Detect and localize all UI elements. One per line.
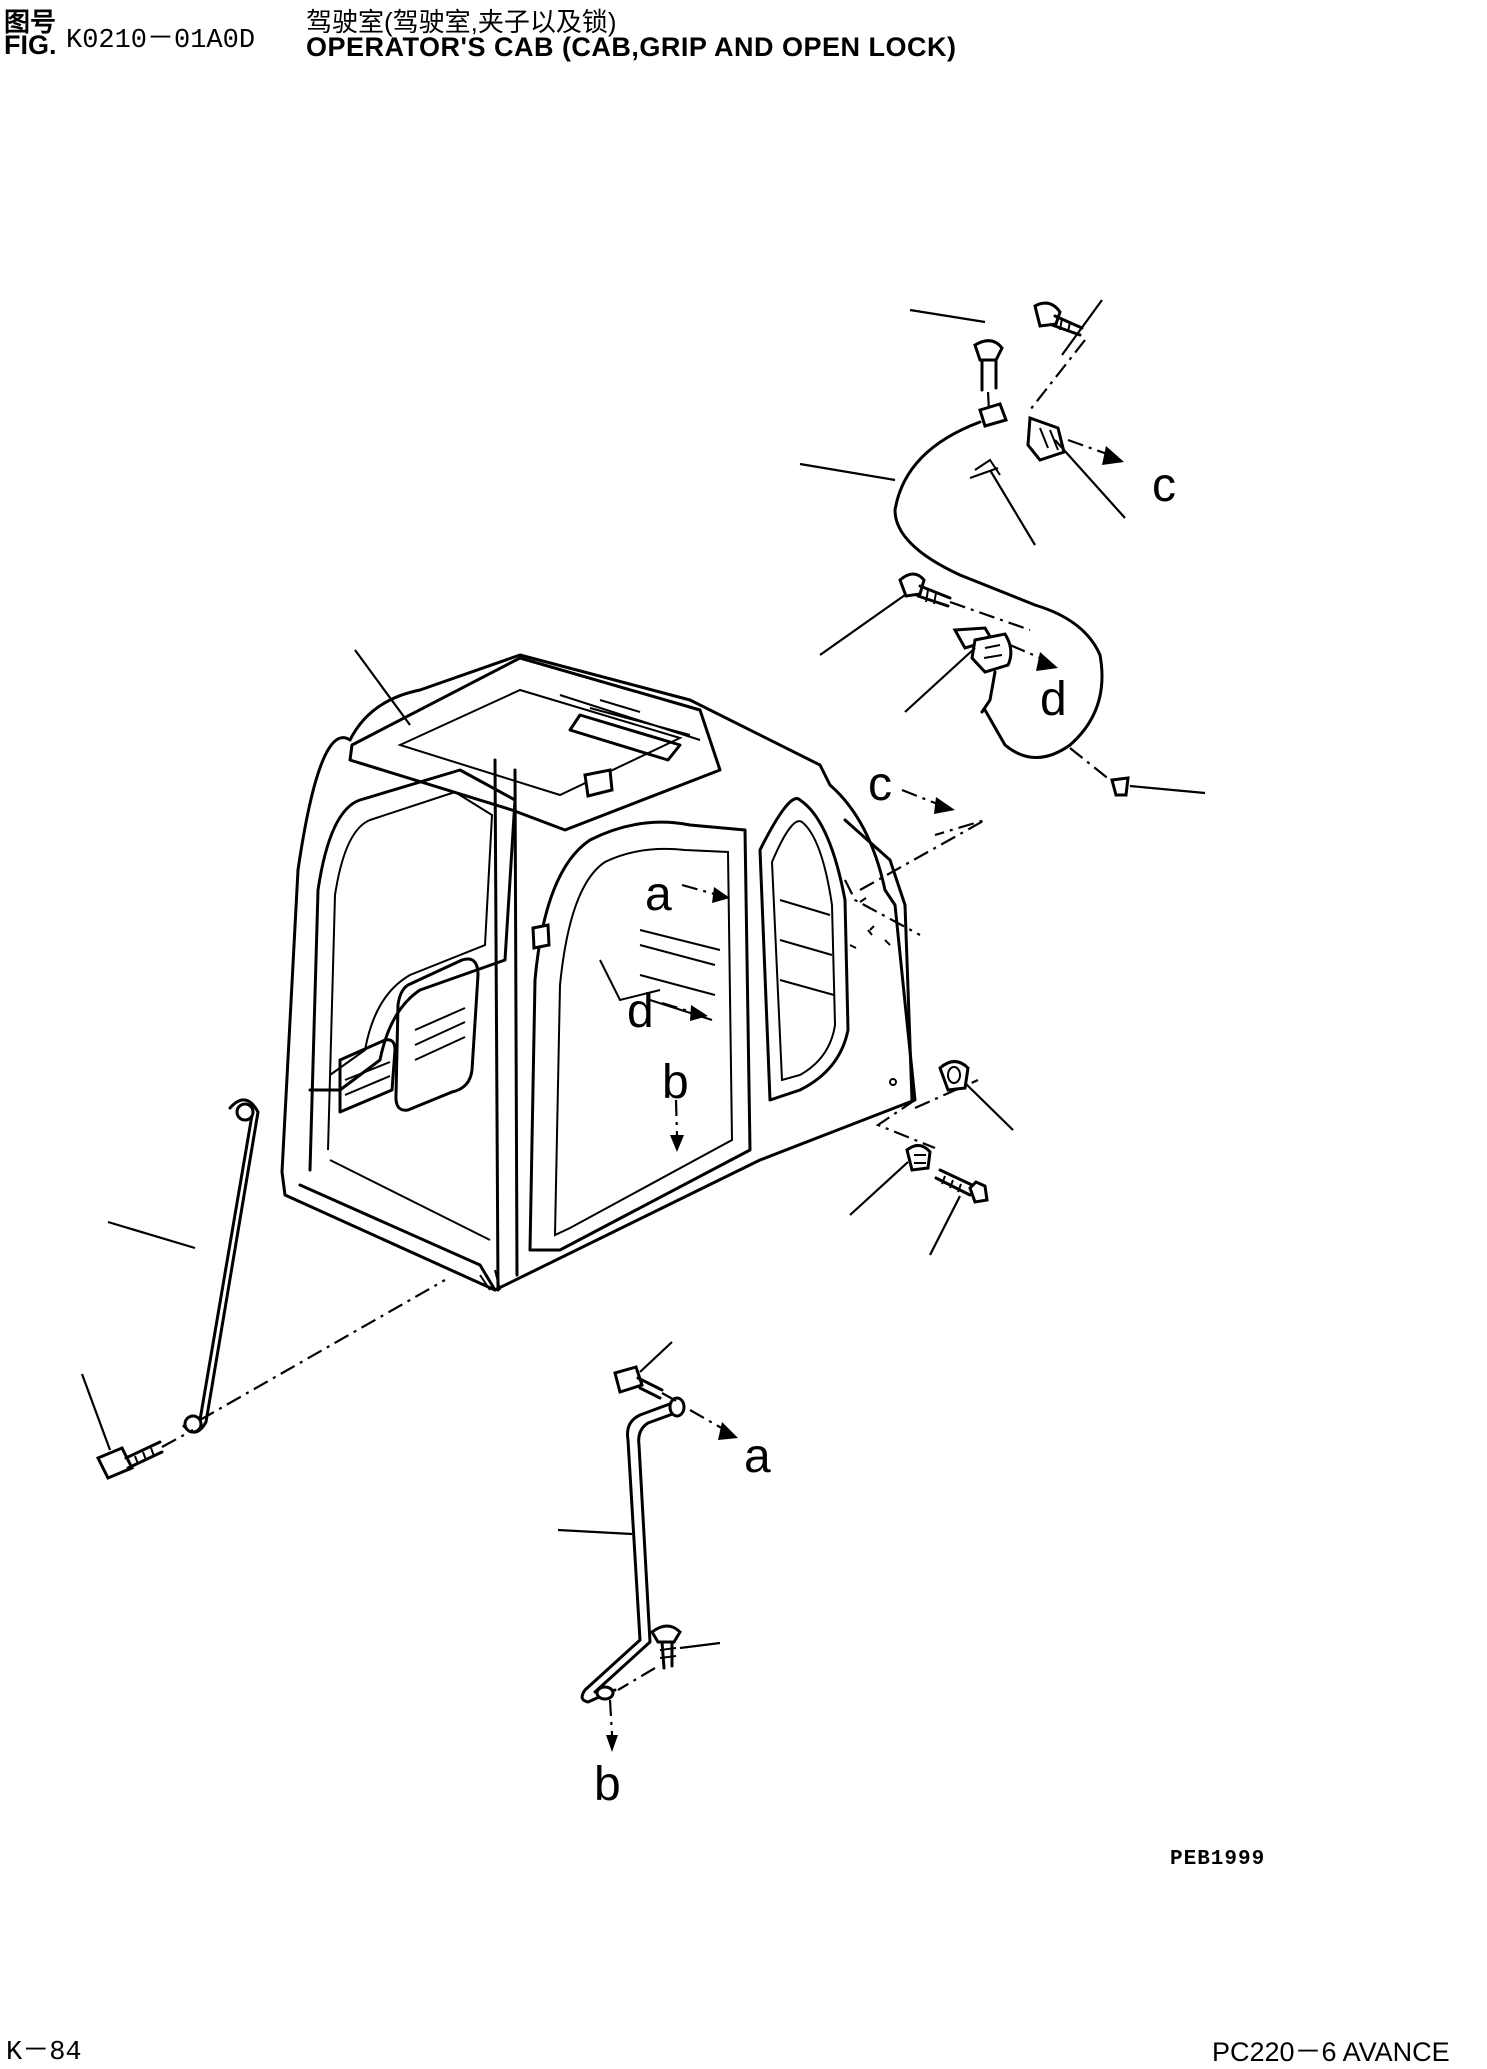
bolt-left-grip [95, 1440, 164, 1480]
page-number: K－84 [6, 2038, 82, 2068]
cab-callout-arrows [661, 788, 955, 1152]
callout-a-cab: a [645, 868, 672, 921]
bolt-side [934, 1168, 989, 1204]
callout-a-grip: a [744, 1430, 771, 1483]
callout-d-cab: d [627, 985, 654, 1038]
cab-frame [280, 653, 917, 1292]
washer-side [905, 1144, 932, 1172]
reference-letters: c d c a d b a b [594, 459, 1176, 1811]
bolt-door-grip-upper [613, 1365, 664, 1400]
callout-c-lower: c [868, 758, 892, 811]
fig-label-chinese: 图号 [4, 7, 57, 37]
bolt-door-grip-lower [650, 1624, 682, 1670]
callout-c-upper: c [1152, 459, 1176, 512]
side-fasteners [844, 818, 989, 1204]
callout-b-grip: b [594, 1758, 621, 1811]
pin-top [973, 339, 1004, 392]
figure-number: K0210－01A0D [66, 26, 256, 56]
callout-b-cab: b [662, 1056, 689, 1109]
open-lock-assembly [893, 301, 1130, 797]
flange-bolt-top [1033, 301, 1084, 337]
left-grip-bar [95, 1098, 446, 1480]
figure-title-chinese: 驾驶室(驾驶室,夹子以及锁) [306, 7, 617, 37]
fig-label: FIG. [4, 30, 57, 60]
drawing-code: PEB1999 [1170, 1848, 1266, 1871]
callout-d-upper: d [1040, 673, 1067, 726]
flange-bolt-lock [898, 572, 952, 608]
leader-lines [80, 299, 1206, 1650]
nut-side [938, 1060, 970, 1092]
figure-title: OPERATOR'S CAB (CAB,GRIP AND OPEN LOCK) [306, 32, 957, 62]
machine-model: PC220－6 AVANCE [1212, 2037, 1450, 2067]
door-grip-bar [580, 1365, 738, 1752]
